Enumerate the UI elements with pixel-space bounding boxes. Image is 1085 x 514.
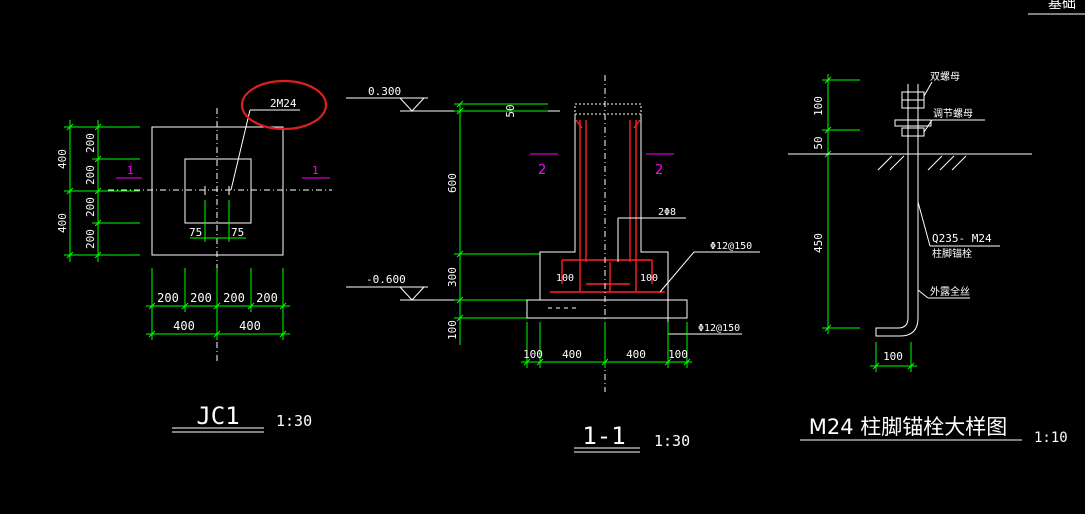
base-plate-hatch (574, 103, 642, 115)
section-bottom-dim-2: 400 (562, 348, 582, 361)
plan-title: JC1 (196, 402, 239, 430)
pedestal-outline (184, 158, 252, 224)
label-double-nut: 双螺母 (930, 71, 960, 83)
elevation-top-label: 0.300 (368, 85, 401, 98)
plan-bottom-total-2: 400 (239, 319, 261, 333)
plan-bottom-dimensions: 200 200 200 200 400 400 (146, 268, 290, 340)
section2-mark-right: 2 (655, 163, 663, 178)
plan-scale: 1:30 (276, 412, 312, 430)
section-mark-right: 1 (312, 164, 319, 177)
bolt-dim-450: 450 (812, 233, 825, 253)
bolt-bottom-dim: 100 (883, 350, 903, 363)
label-thread: 外露全丝 (930, 285, 970, 298)
plan-title-block: JC1 1:30 (172, 402, 312, 433)
plan-bottom-dim-2: 200 (190, 291, 212, 305)
rebar-top-label: Φ12@150 (710, 241, 752, 252)
bolt-dim-100: 100 (812, 96, 825, 116)
highlight-circle (240, 79, 328, 131)
label-adjust-nut: 调节螺母 (933, 108, 973, 120)
plan-bottom-total-1: 400 (173, 319, 195, 333)
double-nut-2 (901, 99, 925, 109)
plan-bolt-dim-left: 75 (189, 226, 202, 239)
label-material: Q235- M24 (932, 232, 992, 245)
plan-bottom-dim-1: 200 (157, 291, 179, 305)
section-mark-left: 1 (127, 164, 134, 177)
plan-left-total-2: 400 (56, 213, 69, 233)
anchor-bolt (875, 84, 932, 337)
section-title: 1-1 (582, 422, 625, 450)
double-nut-1 (901, 91, 925, 101)
inner-dim-left: 100 (556, 273, 574, 284)
plan-left-dim-1: 200 (84, 133, 97, 153)
elevation-bottom-label: -0.600 (366, 273, 406, 286)
section-dim-50: 50 (504, 104, 517, 117)
elevation-top: 0.300 (346, 85, 560, 112)
section-bottom-dim-4: 100 (668, 348, 688, 361)
rebar-bottom-label: Φ12@150 (698, 323, 740, 334)
adjust-nut-leader (923, 119, 933, 133)
section-dim-600: 600 (446, 173, 459, 193)
label-type: 柱脚锚栓 (932, 247, 972, 260)
bolt-bottom-dimension: 100 (870, 342, 917, 372)
base-plate (894, 119, 932, 127)
plan-bottom-dim-3: 200 (223, 291, 245, 305)
section-bottom-dim-1: 100 (523, 348, 543, 361)
plan-view-jc1: 2M24 1 1 200 200 200 200 (56, 79, 332, 433)
bolt-detail-view: 100 50 450 双螺母 调节螺母 (788, 71, 1068, 446)
section-left-dimensions: 50 600 300 100 (446, 100, 548, 345)
plan-left-dim-3: 200 (84, 197, 97, 217)
section-bottom-dimensions: 100 400 400 100 (521, 322, 692, 368)
ground-hatch (877, 155, 967, 171)
bolt-title-block: M24 柱脚锚栓大样图 1:10 (800, 415, 1068, 446)
bolt-hook (875, 317, 919, 337)
footing-section-outline (526, 103, 688, 319)
plan-left-total-1: 400 (56, 149, 69, 169)
bolt-scale: 1:10 (1034, 430, 1068, 446)
stirrup-label: 2Φ8 (658, 207, 676, 218)
rebar-lines (550, 119, 665, 293)
plan-bottom-dim-4: 200 (256, 291, 278, 305)
plan-bolt-dim-right: 75 (231, 226, 244, 239)
section-scale: 1:30 (654, 432, 690, 450)
adjust-nut (901, 127, 925, 137)
section-bottom-dim-3: 400 (626, 348, 646, 361)
header-fragment: 基础 (1028, 0, 1085, 15)
inner-dim-right: 100 (640, 273, 658, 284)
plan-bolt-spacing: 75 75 (189, 200, 246, 242)
elevation-bottom: -0.600 (346, 273, 530, 301)
material-leader (917, 201, 931, 247)
section-view-1-1: 0.300 -0.600 50 600 300 100 (346, 75, 760, 453)
section-title-block: 1-1 1:30 (574, 422, 690, 453)
section-dim-100: 100 (446, 320, 459, 340)
thread-leader (917, 289, 929, 299)
blinding-layer (526, 299, 688, 319)
double-nut-leader (923, 81, 933, 97)
header-text: 基础 (1048, 0, 1076, 12)
plan-left-dim-2: 200 (84, 165, 97, 185)
bolt-leader (230, 109, 251, 191)
plan-left-dim-4: 200 (84, 229, 97, 249)
section2-mark-left: 2 (538, 163, 546, 178)
bolt-dim-50: 50 (812, 136, 825, 149)
plan-left-dimensions: 200 200 200 200 400 400 (56, 120, 140, 262)
rebar-top-leader (659, 251, 695, 293)
bolt-title: M24 柱脚锚栓大样图 (809, 415, 1008, 439)
section-dim-300: 300 (446, 267, 459, 287)
bolt-dimensions: 100 50 450 (812, 74, 860, 334)
bolt-label: 2M24 (270, 97, 297, 110)
